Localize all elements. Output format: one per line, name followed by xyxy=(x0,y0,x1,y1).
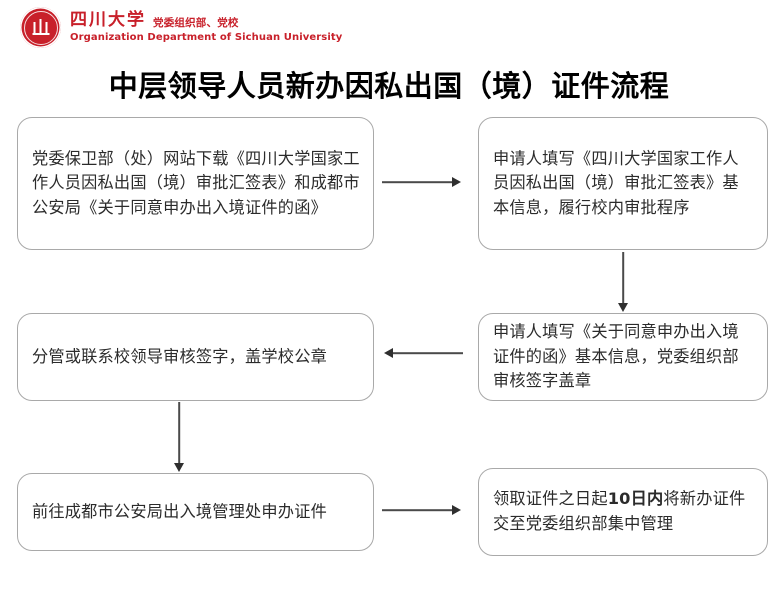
flow-step-1-text: 党委保卫部（处）网站下载《四川大学国家工作人员因私出国（境）审批汇签表》和成都市… xyxy=(32,148,360,217)
arrow-head-down-icon xyxy=(618,303,628,312)
page-title: 中层领导人员新办因私出国（境）证件流程 xyxy=(108,69,670,103)
flow-step-6: 领取证件之日起10日内将新办证件交至党委组织部集中管理 xyxy=(478,468,768,556)
arrow-head-right-icon xyxy=(452,177,461,187)
sichuan-university-seal-icon xyxy=(20,7,61,48)
arrow-shaft xyxy=(392,352,463,354)
flow-step-3-text: 申请人填写《关于同意申办出入境证件的函》基本信息，党委组织部审核签字盖章 xyxy=(493,322,739,391)
connector-arrow-right-step1-step2 xyxy=(382,172,461,192)
arrow-shaft xyxy=(382,181,453,183)
connector-arrow-down-step2-step3 xyxy=(613,252,633,312)
flow-step-5: 前往成都市公安局出入境管理处申办证件 xyxy=(17,473,374,551)
flow-step-3: 申请人填写《关于同意申办出入境证件的函》基本信息，党委组织部审核签字盖章 xyxy=(478,313,768,401)
brand-subtitle-cn: 党委组织部、党校 xyxy=(153,16,239,29)
seal-gate-glyph xyxy=(32,19,49,36)
header: 四川大学 党委组织部、党校 Organization Department of… xyxy=(20,7,342,48)
flow-step-6-emphasis: 10日内 xyxy=(607,489,664,509)
arrow-head-left-icon xyxy=(384,348,393,358)
arrow-head-down-icon xyxy=(174,463,184,472)
flow-step-4: 分管或联系校领导审核签字，盖学校公章 xyxy=(17,313,374,401)
flow-step-4-text: 分管或联系校领导审核签字，盖学校公章 xyxy=(32,346,327,366)
arrow-shaft xyxy=(178,402,180,464)
flow-step-5-text: 前往成都市公安局出入境管理处申办证件 xyxy=(32,501,327,521)
connector-arrow-down-step4-step5 xyxy=(169,402,189,472)
flow-step-2: 申请人填写《四川大学国家工作人员因私出国（境）审批汇签表》基本信息，履行校内审批… xyxy=(478,117,768,250)
flow-step-1: 党委保卫部（处）网站下载《四川大学国家工作人员因私出国（境）审批汇签表》和成都市… xyxy=(17,117,374,250)
brand-name-cn: 四川大学 xyxy=(70,10,146,30)
flow-step-6-text-part2: 将新办证件交至党委组织部集中管理 xyxy=(493,489,746,533)
arrow-shaft xyxy=(382,509,453,511)
flow-step-2-text: 申请人填写《四川大学国家工作人员因私出国（境）审批汇签表》基本信息，履行校内审批… xyxy=(493,148,739,217)
connector-arrow-right-step5-step6 xyxy=(382,500,461,520)
brand-name-en: Organization Department of Sichuan Unive… xyxy=(70,32,343,43)
connector-arrow-left-step3-step4 xyxy=(384,343,463,363)
arrow-shaft xyxy=(622,252,624,304)
header-text-block: 四川大学 党委组织部、党校 Organization Department of… xyxy=(70,10,343,44)
arrow-head-right-icon xyxy=(452,505,461,515)
flow-step-6-text-part1: 领取证件之日起 xyxy=(493,489,608,509)
flow-step-6-text: 领取证件之日起10日内将新办证件交至党委组织部集中管理 xyxy=(493,487,754,536)
